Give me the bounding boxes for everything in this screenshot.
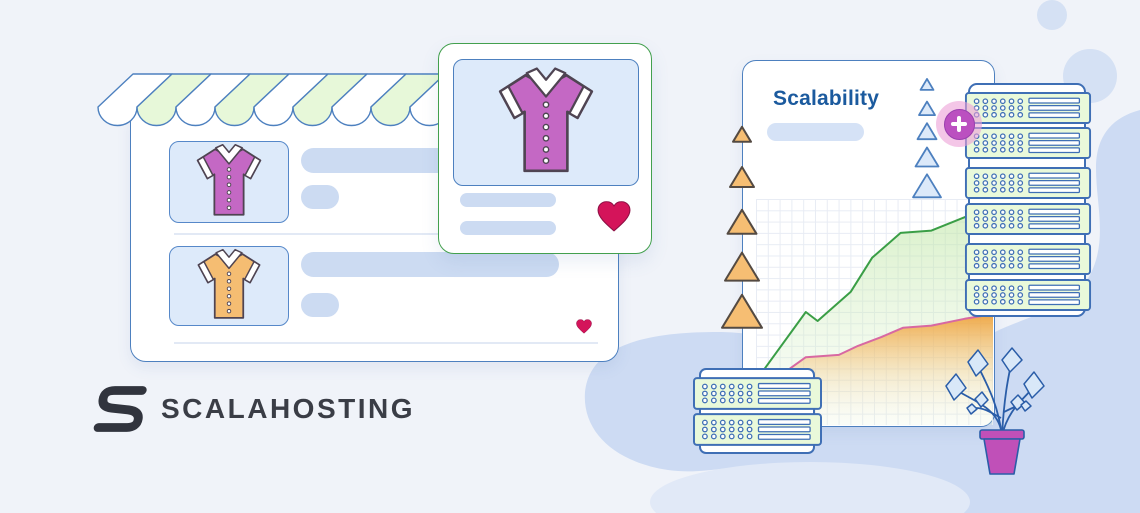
background-circle-small [1037, 0, 1067, 30]
plant-pot [979, 429, 1025, 475]
row-divider-1 [174, 233, 598, 235]
product-thumbnail-2 [169, 246, 289, 326]
placeholder-pill-short-1 [301, 185, 339, 209]
placeholder-pill-short-2 [301, 293, 339, 317]
server-unit [964, 92, 1092, 124]
purple-shirt-icon [187, 143, 271, 221]
orange-triangle-icon [721, 293, 763, 329]
row-divider-2 [174, 342, 598, 344]
popup-product-card [438, 43, 652, 254]
server-unit [693, 377, 822, 410]
orange-triangle-column [721, 125, 763, 329]
server-unit [964, 127, 1092, 159]
orange-shirt-icon [188, 248, 270, 324]
store-card [130, 106, 619, 362]
heart-icon-large[interactable] [597, 201, 631, 232]
server-unit [964, 279, 1092, 311]
logo-text: SCALAHOSTING [161, 393, 415, 424]
popup-placeholder-pill-2 [460, 221, 556, 235]
plus-icon[interactable] [943, 108, 975, 140]
blue-triangle-icon [918, 100, 936, 116]
orange-triangle-icon [729, 166, 755, 188]
blue-triangle-icon [919, 78, 935, 91]
server-unit [693, 413, 822, 446]
product-image-area [453, 59, 639, 186]
server-unit [964, 243, 1092, 275]
blue-triangle-icon [912, 173, 942, 199]
blue-triangle-icon [916, 122, 938, 141]
scalability-subtitle-pill [767, 123, 864, 141]
featured-purple-shirt-icon [483, 66, 609, 180]
scalahosting-logo: SCALAHOSTING [92, 384, 415, 434]
orange-triangle-icon [726, 208, 758, 235]
orange-series-area [786, 314, 993, 425]
orange-triangle-icon [732, 125, 752, 143]
scalability-title: Scalability [773, 87, 880, 110]
server-unit [964, 203, 1092, 235]
chart-grid [756, 199, 994, 425]
plant-stems [955, 359, 1035, 437]
placeholder-pill-long-2 [301, 252, 559, 277]
plant-decoration [945, 347, 1045, 475]
growth-chart [762, 204, 994, 425]
background-blob-light [650, 462, 970, 513]
server-unit [964, 167, 1092, 199]
heart-icon-small[interactable] [576, 319, 592, 334]
blue-triangle-icon [914, 146, 940, 168]
server-rack-right [964, 83, 1092, 317]
orange-series-line [785, 313, 994, 372]
green-series-line [762, 204, 994, 372]
blue-triangle-column [912, 78, 942, 199]
product-thumbnail-1 [169, 141, 289, 223]
server-rack-left [693, 368, 822, 454]
plant-leaves [945, 347, 1045, 415]
add-server-halo [936, 101, 982, 147]
popup-placeholder-pill-1 [460, 193, 556, 207]
orange-triangle-icon [724, 251, 760, 282]
logo-s-mark [93, 386, 147, 432]
